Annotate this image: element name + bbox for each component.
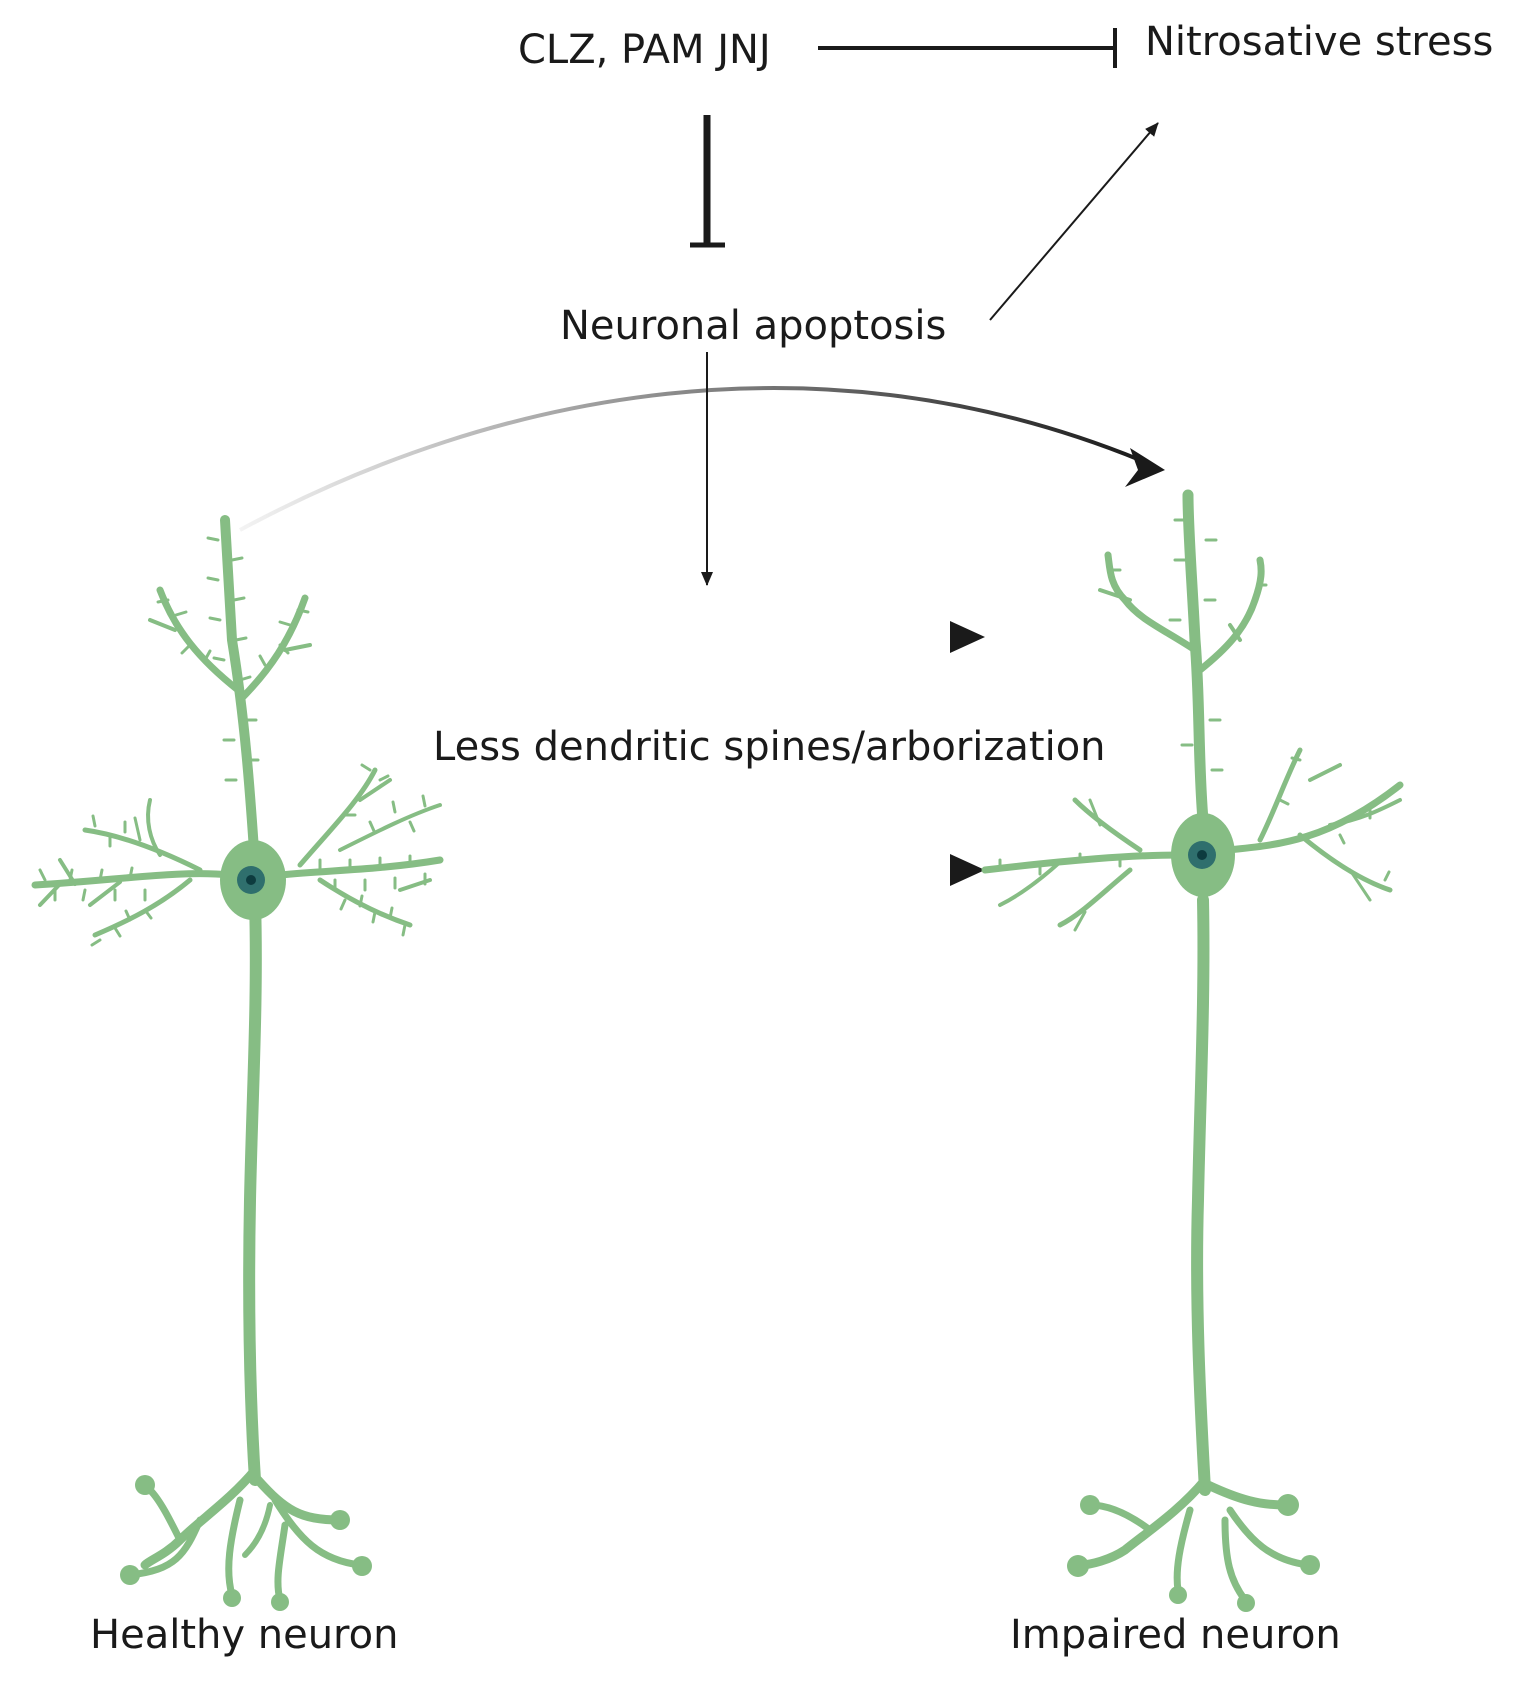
drugs-inhibit-apoptosis-arrow bbox=[690, 115, 725, 248]
healthy-to-impaired-curved-arrow bbox=[239, 386, 1165, 532]
apoptosis-to-nitrosative-arrow bbox=[989, 122, 1159, 321]
impaired-neuron-soma bbox=[1171, 813, 1235, 897]
nitrosative-stress-label: Nitrosative stress bbox=[1145, 19, 1494, 65]
healthy-neuron-terminal-boutons bbox=[120, 1475, 372, 1611]
impaired-neuron-terminal-boutons bbox=[1067, 1494, 1320, 1612]
drugs-label: CLZ, PAM JNJ bbox=[518, 27, 771, 73]
neuronal-apoptosis-label: Neuronal apoptosis bbox=[560, 303, 947, 349]
upper-dendrites-arrow bbox=[445, 621, 985, 653]
impaired-neuron-illustration bbox=[981, 489, 1404, 1604]
less-dendritic-spines-label: Less dendritic spines/arborization bbox=[433, 724, 1106, 770]
lower-dendrites-arrow bbox=[465, 854, 985, 886]
drugs-inhibit-nitrosative-arrow bbox=[818, 28, 1117, 68]
healthy-neuron-illustration bbox=[31, 515, 444, 1604]
healthy-neuron-label: Healthy neuron bbox=[90, 1612, 399, 1658]
healthy-neuron-soma bbox=[220, 840, 286, 920]
impaired-neuron-label: Impaired neuron bbox=[1010, 1612, 1341, 1658]
